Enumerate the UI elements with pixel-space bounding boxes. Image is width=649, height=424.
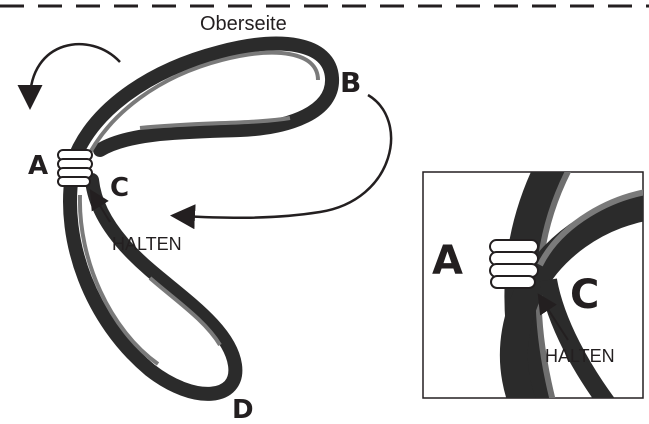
inset-strap-2 [499, 193, 643, 398]
inset-hand-grip-icon [489, 239, 539, 289]
hand-grip-icon [57, 149, 93, 187]
rotate-arrow-top-left [17, 42, 121, 110]
rotate-arrow-right [170, 93, 393, 230]
label-point-c: C [110, 173, 129, 203]
strap-lower-loop-outer [63, 168, 243, 401]
label-point-d: D [232, 395, 254, 424]
inset-label-point-a: A [432, 238, 463, 284]
label-point-a: A [28, 151, 48, 181]
inset-label-hold: HALTEN [545, 346, 615, 366]
strap-upper-loop-highlight [84, 50, 320, 161]
detail-inset: A C HALTEN [422, 171, 644, 399]
strap-lower-loop-highlight [77, 194, 160, 366]
strap-upper-loop-inner-highlight [139, 116, 291, 130]
inset-strap-2-highlight [537, 189, 643, 267]
strap-figure [57, 36, 339, 401]
inset-hold-pointer-arrow [537, 293, 569, 341]
label-point-b: B [340, 66, 361, 99]
inset-label-point-c: C [570, 272, 599, 318]
strap-lower-loop-inner-highlight [148, 276, 222, 347]
label-top-side: Oberseite [200, 13, 287, 35]
strap-upper-loop-outer [65, 36, 339, 172]
hold-pointer-arrow [89, 189, 111, 223]
label-hold: HALTEN [112, 234, 182, 254]
